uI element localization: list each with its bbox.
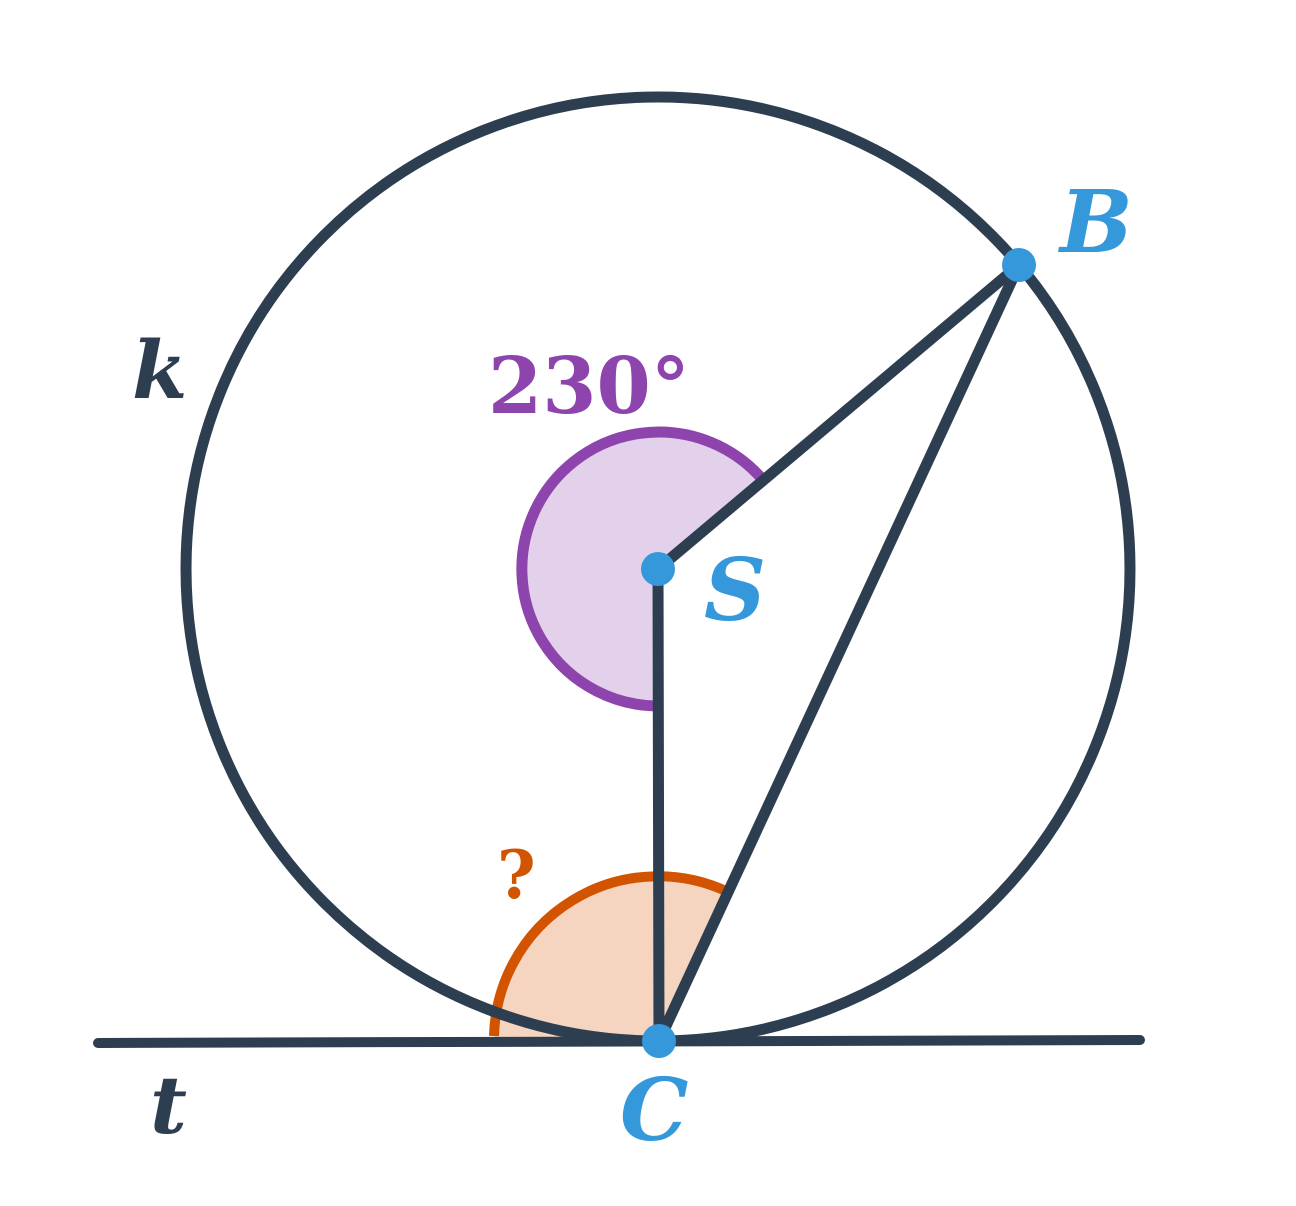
label-circle-k: k bbox=[132, 323, 187, 417]
label-point-c: C bbox=[620, 1060, 688, 1161]
point-s bbox=[641, 552, 675, 586]
label-point-b: B bbox=[1057, 172, 1133, 273]
label-center-s: S bbox=[704, 540, 766, 641]
segment-sc bbox=[652, 563, 665, 1047]
point-b bbox=[1002, 248, 1036, 282]
unknown-angle-arc bbox=[489, 871, 731, 1037]
central-angle-arc bbox=[516, 426, 768, 712]
point-c bbox=[642, 1024, 676, 1058]
unknown-angle-label: ? bbox=[497, 836, 536, 914]
central-angle-value: 230° bbox=[488, 341, 690, 432]
tangent-line-t bbox=[93, 1035, 1145, 1048]
label-tangent-t: t bbox=[150, 1058, 187, 1152]
segment-bc bbox=[653, 259, 1025, 1047]
segment-sb bbox=[652, 259, 1025, 575]
